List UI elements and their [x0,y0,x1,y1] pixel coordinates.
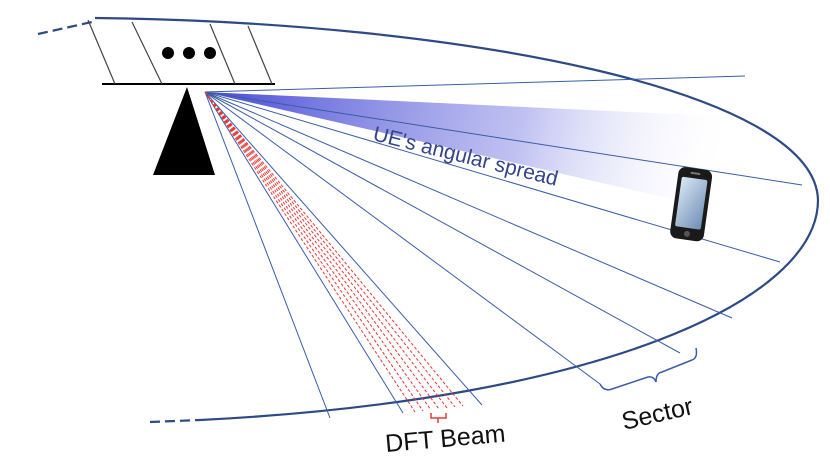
antenna-array [87,19,275,85]
angular-spread-region [205,92,760,210]
sector-label: Sector [619,392,696,436]
arc-dash-bottom [149,418,201,424]
smartphone-icon [670,167,713,242]
sector-bracket [599,347,698,391]
dft-beam-bracket [430,413,447,423]
dft-beam-label: DFT Beam [384,420,506,458]
coverage-arc [94,16,820,422]
base-station-icon [153,87,215,175]
ellipsis-icon [162,47,216,59]
dft-beams [204,91,464,413]
arc-dash-top [37,20,93,36]
